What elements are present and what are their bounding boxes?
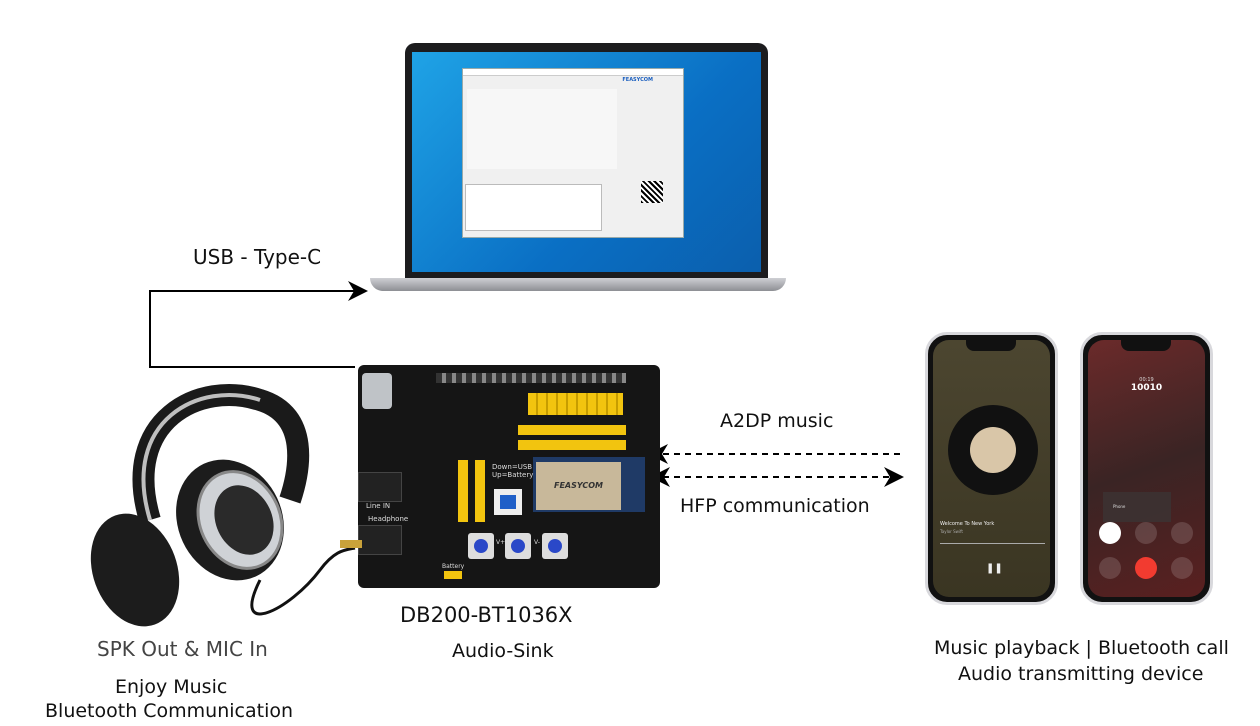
board-role: Audio-Sink: [452, 640, 554, 662]
song-title: Welcome To New York: [940, 521, 995, 527]
audio-route-menu: Phone: [1103, 492, 1171, 522]
bt-module: FEASYCOM: [536, 462, 621, 510]
usb-cable-line: [149, 281, 368, 368]
call-timer: 00:19: [1139, 377, 1154, 383]
hfp-label: HFP communication: [680, 495, 870, 517]
end-call-icon: [1135, 557, 1157, 579]
headphone-label: Headphone: [368, 515, 409, 523]
headphones-caption: SPK Out & MIC In: [97, 637, 268, 661]
qr-code: [641, 181, 663, 203]
vminus-label: V-: [534, 539, 540, 546]
phone-call: 00:19 10010 Phone: [1080, 332, 1213, 605]
usb-c-port: [362, 373, 392, 409]
line-in-jack: [358, 472, 402, 502]
call-number: 10010: [1130, 383, 1163, 393]
usb-type-c-label: USB - Type-C: [193, 245, 322, 269]
switch-label: Down=USB Up=Battery: [492, 463, 534, 479]
a2dp-label: A2DP music: [720, 410, 834, 432]
headphones-desc-1: Enjoy Music: [115, 676, 228, 698]
song-artist: Taylor Swift: [940, 529, 963, 534]
phones-caption-1: Music playback | Bluetooth call: [934, 637, 1229, 659]
header-pins: [528, 393, 623, 415]
phone-music: Welcome To New York Taylor Swift ❚❚: [925, 332, 1058, 605]
dev-board: FEASYCOM Down=USB Up=Battery Line IN Hea…: [358, 365, 660, 588]
config-app-window: FEASYCOM: [462, 68, 684, 238]
laptop-base: [370, 278, 786, 291]
vol-down-button: [542, 533, 568, 559]
board-name: DB200-BT1036X: [400, 603, 573, 627]
pause-icon: ❚❚: [986, 563, 1003, 574]
app-brand: FEASYCOM: [622, 77, 653, 83]
phones-caption-2: Audio transmitting device: [958, 663, 1204, 685]
battery-label: Battery: [442, 563, 465, 570]
line-in-label: Line IN: [366, 502, 391, 510]
vplus-label: V+: [496, 539, 506, 546]
album-art: [970, 427, 1016, 473]
vol-up-button: [505, 533, 531, 559]
headphones-desc-2: Bluetooth Communication: [45, 700, 294, 722]
